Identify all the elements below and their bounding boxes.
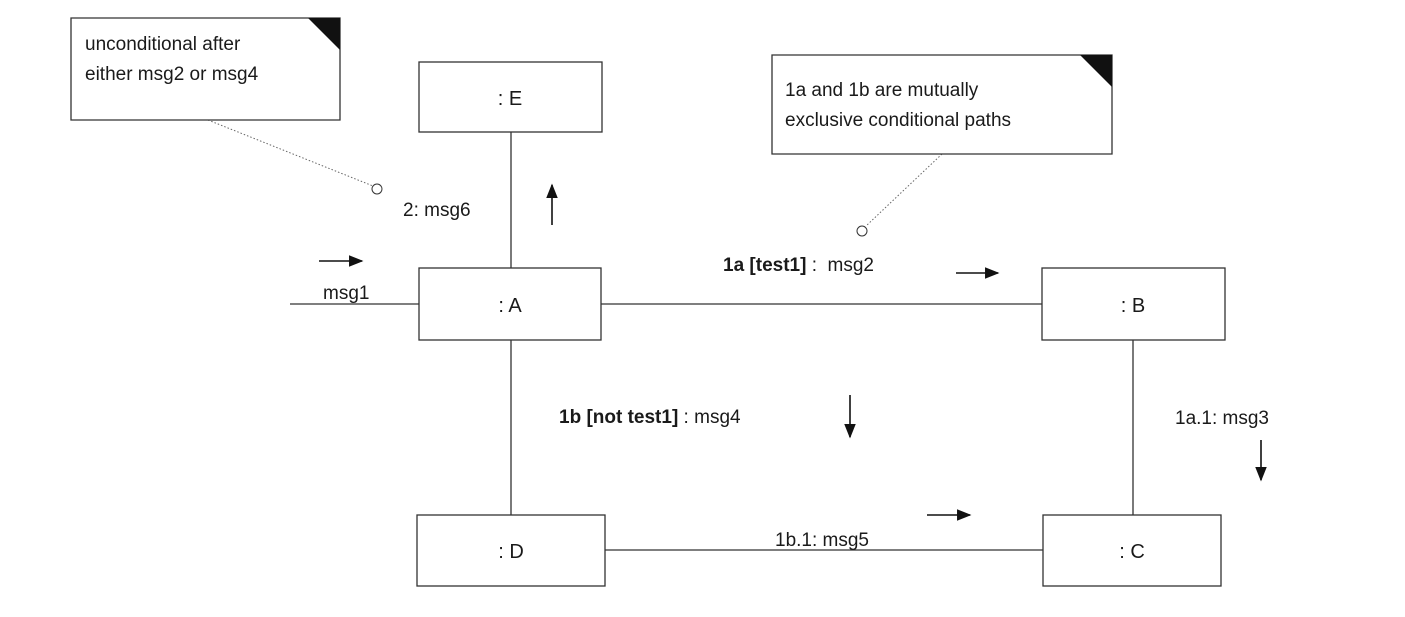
- note-right[interactable]: 1a and 1b are mutually exclusive conditi…: [771, 54, 1113, 155]
- note-left-anchor: [207, 119, 374, 187]
- node-b-label: : B: [1121, 295, 1145, 317]
- node-a[interactable]: : A: [418, 267, 602, 341]
- label-msg3: 1a.1: msg3: [1175, 408, 1269, 429]
- node-e[interactable]: : E: [418, 61, 603, 133]
- note-right-anchor-end: [856, 225, 868, 237]
- node-c[interactable]: : C: [1042, 514, 1222, 587]
- node-a-label: : A: [498, 295, 522, 317]
- label-msg4-seq: 1b [not test1]: [559, 407, 678, 428]
- label-msg4: 1b [not test1] : msg4: [559, 407, 741, 428]
- node-b[interactable]: : B: [1041, 267, 1226, 341]
- label-msg5: 1b.1: msg5: [775, 530, 869, 551]
- node-e-label: : E: [498, 88, 522, 110]
- node-c-label: : C: [1119, 541, 1145, 563]
- note-right-anchor: [865, 153, 943, 227]
- note-right-line1: 1a and 1b are mutually: [785, 80, 979, 101]
- note-left[interactable]: unconditional after either msg2 or msg4: [70, 17, 341, 121]
- note-left-line2: either msg2 or msg4: [85, 64, 259, 85]
- label-msg2-seq: 1a [test1]: [723, 255, 806, 276]
- label-msg4-rest: : msg4: [678, 407, 741, 428]
- label-msg2: 1a [test1] : msg2: [723, 255, 874, 276]
- label-msg1: msg1: [323, 283, 369, 304]
- label-msg2-rest: : msg2: [806, 255, 874, 276]
- note-left-line1: unconditional after: [85, 34, 241, 55]
- note-left-anchor-end: [371, 183, 383, 195]
- node-d[interactable]: : D: [416, 514, 606, 587]
- label-msg6: 2: msg6: [403, 200, 471, 221]
- node-d-label: : D: [498, 541, 524, 563]
- note-right-line2: exclusive conditional paths: [785, 110, 1011, 131]
